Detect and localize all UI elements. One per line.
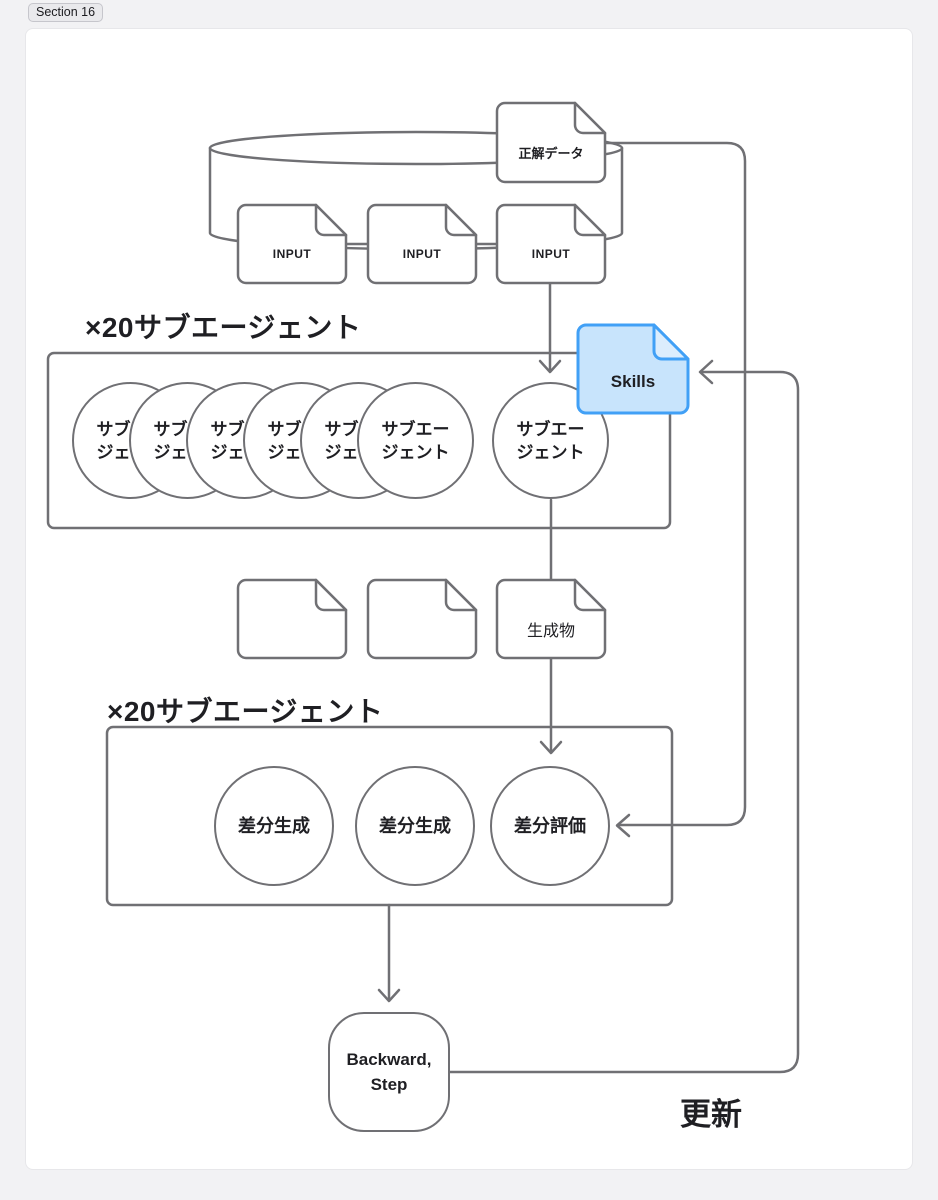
- upper-agents-box: [46, 351, 672, 530]
- arrow-down-icon: [377, 988, 401, 1003]
- arrow-left-icon: [698, 359, 714, 385]
- lower-agents-box: [105, 725, 674, 907]
- section-badge[interactable]: Section 16: [28, 3, 104, 22]
- backward-to-skills-line: [448, 370, 800, 1074]
- arrow-down-icon: [539, 740, 563, 755]
- arrow-down-icon: [538, 359, 562, 374]
- answer-to-eval-line: [603, 141, 747, 827]
- database-cylinder-top: [208, 130, 624, 166]
- arrow-left-icon: [615, 813, 631, 838]
